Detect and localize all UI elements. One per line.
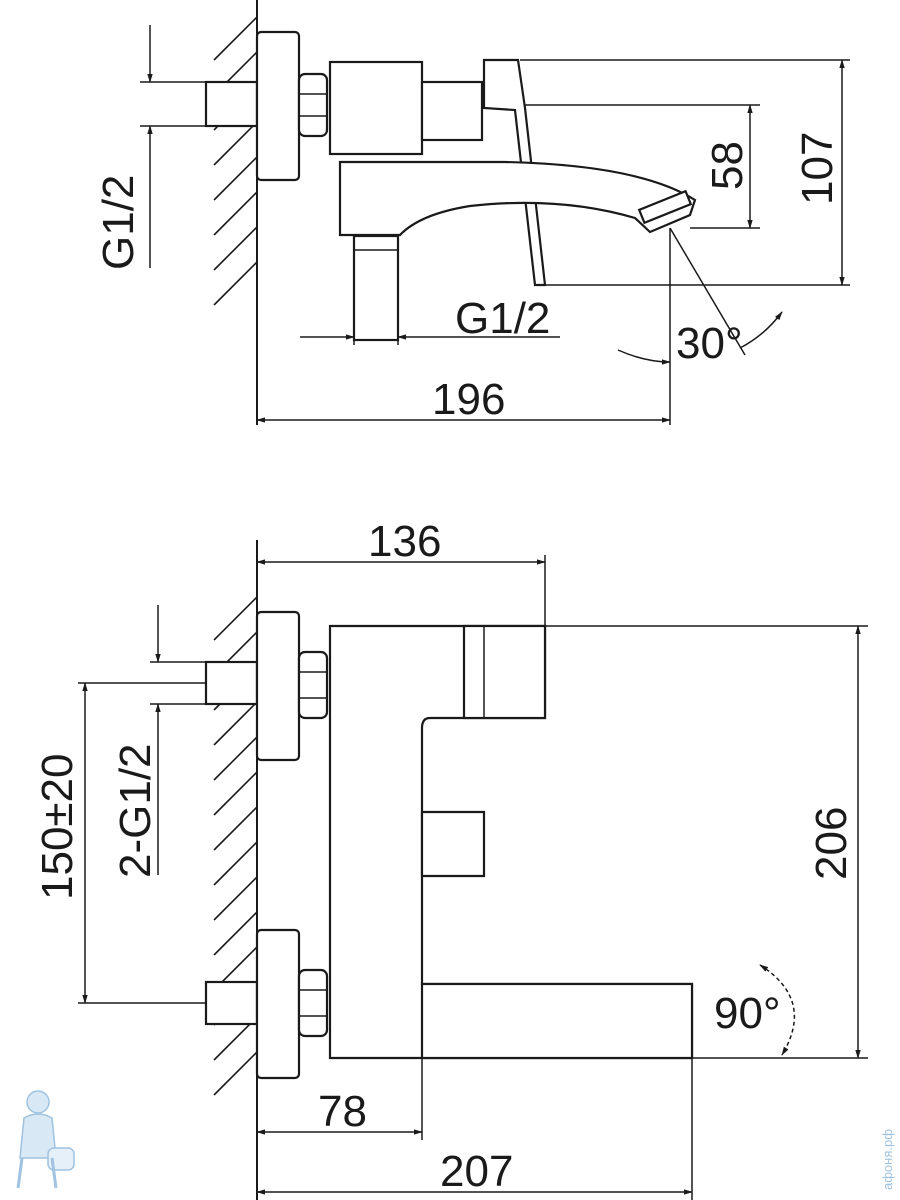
escutcheon-lower [255, 928, 301, 1080]
dim-2g12: 2-G1/2 [111, 743, 160, 878]
dim-g12-left: G1/2 [94, 175, 143, 270]
dim-angle-90: 90° [714, 989, 781, 1038]
inlet-pipe [204, 80, 259, 128]
nut [297, 72, 329, 138]
nut-upper [297, 650, 329, 720]
watermark-text: афоня.рф [880, 1129, 895, 1190]
dim-angle-30: 30° [676, 319, 743, 368]
top-view: 136 2-G1/2 150±20 206 90° 78 207 [33, 517, 868, 1200]
dim-g12-bottom: G1/2 [455, 294, 550, 343]
inlet-pipe-lower [204, 980, 259, 1026]
dim-78: 78 [318, 1087, 367, 1136]
dim-136: 136 [368, 517, 441, 566]
spout [338, 160, 697, 237]
lever-handle [482, 58, 547, 287]
aerator [637, 189, 693, 225]
diverter-top [420, 810, 486, 878]
spout-top [420, 982, 694, 1060]
escutcheon-upper [255, 610, 301, 762]
lever-handle-top [462, 624, 547, 720]
mixer-body [328, 60, 424, 156]
wall-hatch [213, 16, 258, 306]
side-view: G1/2 G1/2 58 107 30° 196 [94, 0, 850, 425]
dim-150: 150±20 [33, 753, 82, 900]
plumber-mascot-icon [16, 1090, 75, 1189]
cartridge [420, 80, 484, 142]
nut-lower [297, 968, 329, 1038]
inlet-pipe-upper [204, 660, 259, 706]
dim-207: 207 [440, 1147, 513, 1196]
dim-107: 107 [793, 132, 842, 205]
escutcheon [255, 30, 301, 182]
dim-196: 196 [432, 375, 505, 424]
diverter-knob [352, 234, 400, 342]
dim-58: 58 [703, 141, 752, 190]
dim-206: 206 [807, 807, 856, 880]
